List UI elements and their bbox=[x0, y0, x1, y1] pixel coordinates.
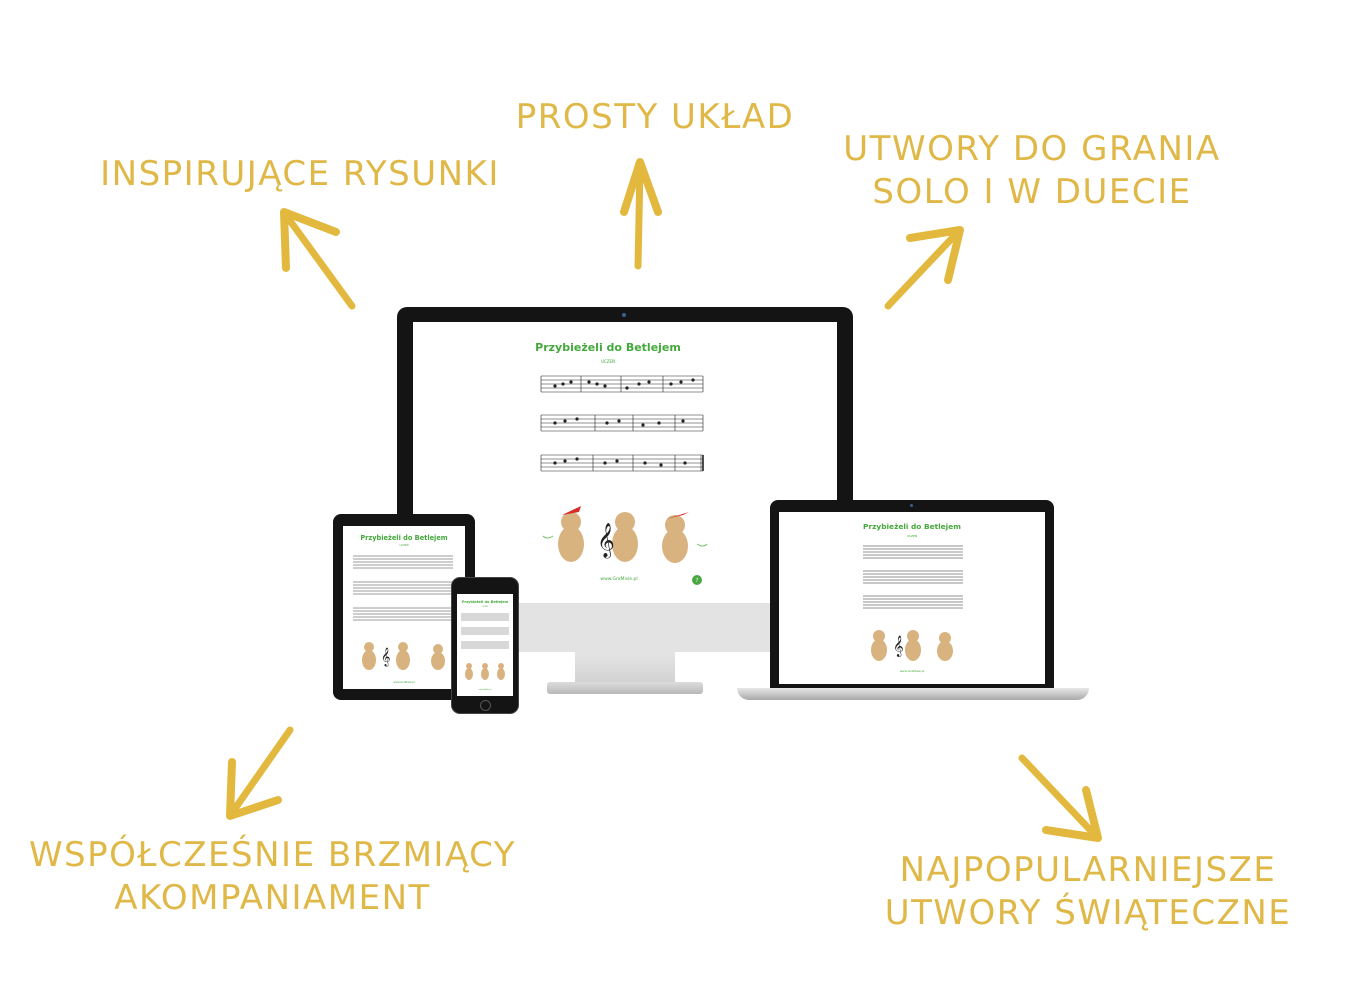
svg-text:𝄞: 𝄞 bbox=[381, 648, 390, 667]
camera-icon bbox=[622, 313, 626, 317]
phone-sheet-website: www.GraMisie.pl bbox=[478, 688, 492, 691]
laptop-sheet-website: www.GraMisie.pl bbox=[900, 669, 925, 673]
sheet-music-page: Przybieżeli do Betlejem UCZEŃ bbox=[535, 341, 708, 585]
sheet-music-page-phone: Przybieżeli do Betlejem UCZEŃ www.GraMis… bbox=[461, 600, 509, 691]
page-number: 7 bbox=[696, 578, 699, 584]
sheet-part: UCZEŃ bbox=[601, 359, 615, 364]
phone: Przybieżeli do Betlejem UCZEŃ www.GraMis… bbox=[451, 577, 519, 714]
monitor-screen: Przybieżeli do Betlejem UCZEŃ bbox=[413, 322, 837, 603]
svg-text:𝄞: 𝄞 bbox=[893, 636, 904, 657]
sheet-title: Przybieżeli do Betlejem bbox=[535, 341, 681, 354]
sheet-website: www.GraMisie.pl bbox=[600, 576, 637, 582]
treble-clef-icon: 𝄞 bbox=[597, 523, 615, 559]
tablet-sheet-title: Przybieżeli do Betlejem bbox=[360, 534, 447, 542]
sheet-music-page-tablet: Przybieżeli do Betlejem UCZEŃ 𝄞 www.GraM… bbox=[353, 534, 453, 684]
laptop-sheet-part: UCZEŃ bbox=[907, 533, 918, 538]
staff-3 bbox=[540, 454, 704, 472]
label-modern-accompaniment: WSPÓŁCZEŚNIE BRZMIĄCY AKOMPANIAMENT bbox=[28, 835, 517, 918]
label-inspiring-drawings: INSPIRUJĄCE RYSUNKI bbox=[100, 154, 500, 194]
laptop-sheet-title: Przybieżeli do Betlejem bbox=[863, 522, 961, 531]
laptop-base bbox=[737, 688, 1089, 700]
monitor-stand bbox=[575, 647, 675, 687]
sheet-music-page-laptop: Przybieżeli do Betlejem UCZEŃ 𝄞 www.GraM… bbox=[863, 522, 963, 673]
label-simple-layout: PROSTY UKŁAD bbox=[515, 97, 795, 137]
label-solo-duet: UTWORY DO GRANIA SOLO I W DUECIE bbox=[843, 129, 1221, 212]
phone-sheet-title: Przybieżeli do Betlejem bbox=[462, 600, 509, 604]
camera-icon bbox=[910, 504, 913, 507]
bear-illustration bbox=[542, 506, 708, 563]
laptop-screen: Przybieżeli do Betlejem UCZEŃ 𝄞 www.GraM… bbox=[779, 512, 1045, 684]
staff-1 bbox=[540, 375, 704, 393]
desktop-monitor: Przybieżeli do Betlejem UCZEŃ bbox=[397, 307, 853, 697]
tablet-sheet-website: www.GraMisie.pl bbox=[393, 680, 415, 684]
phone-screen: Przybieżeli do Betlejem UCZEŃ www.GraMis… bbox=[457, 594, 513, 696]
music-notes bbox=[553, 378, 695, 467]
tablet-screen: Przybieżeli do Betlejem UCZEŃ 𝄞 www.GraM… bbox=[343, 526, 465, 689]
monitor-base bbox=[547, 682, 703, 694]
phone-home-button bbox=[480, 700, 491, 711]
laptop: Przybieżeli do Betlejem UCZEŃ 𝄞 www.GraM… bbox=[737, 500, 1089, 702]
phone-sheet-part: UCZEŃ bbox=[482, 605, 488, 608]
tablet-sheet-part: UCZEŃ bbox=[399, 542, 408, 547]
label-popular-christmas: NAJPOPULARNIEJSZE UTWORY ŚWIĄTECZNE bbox=[884, 850, 1292, 933]
staff-2 bbox=[540, 414, 704, 432]
page-badge bbox=[692, 575, 702, 585]
